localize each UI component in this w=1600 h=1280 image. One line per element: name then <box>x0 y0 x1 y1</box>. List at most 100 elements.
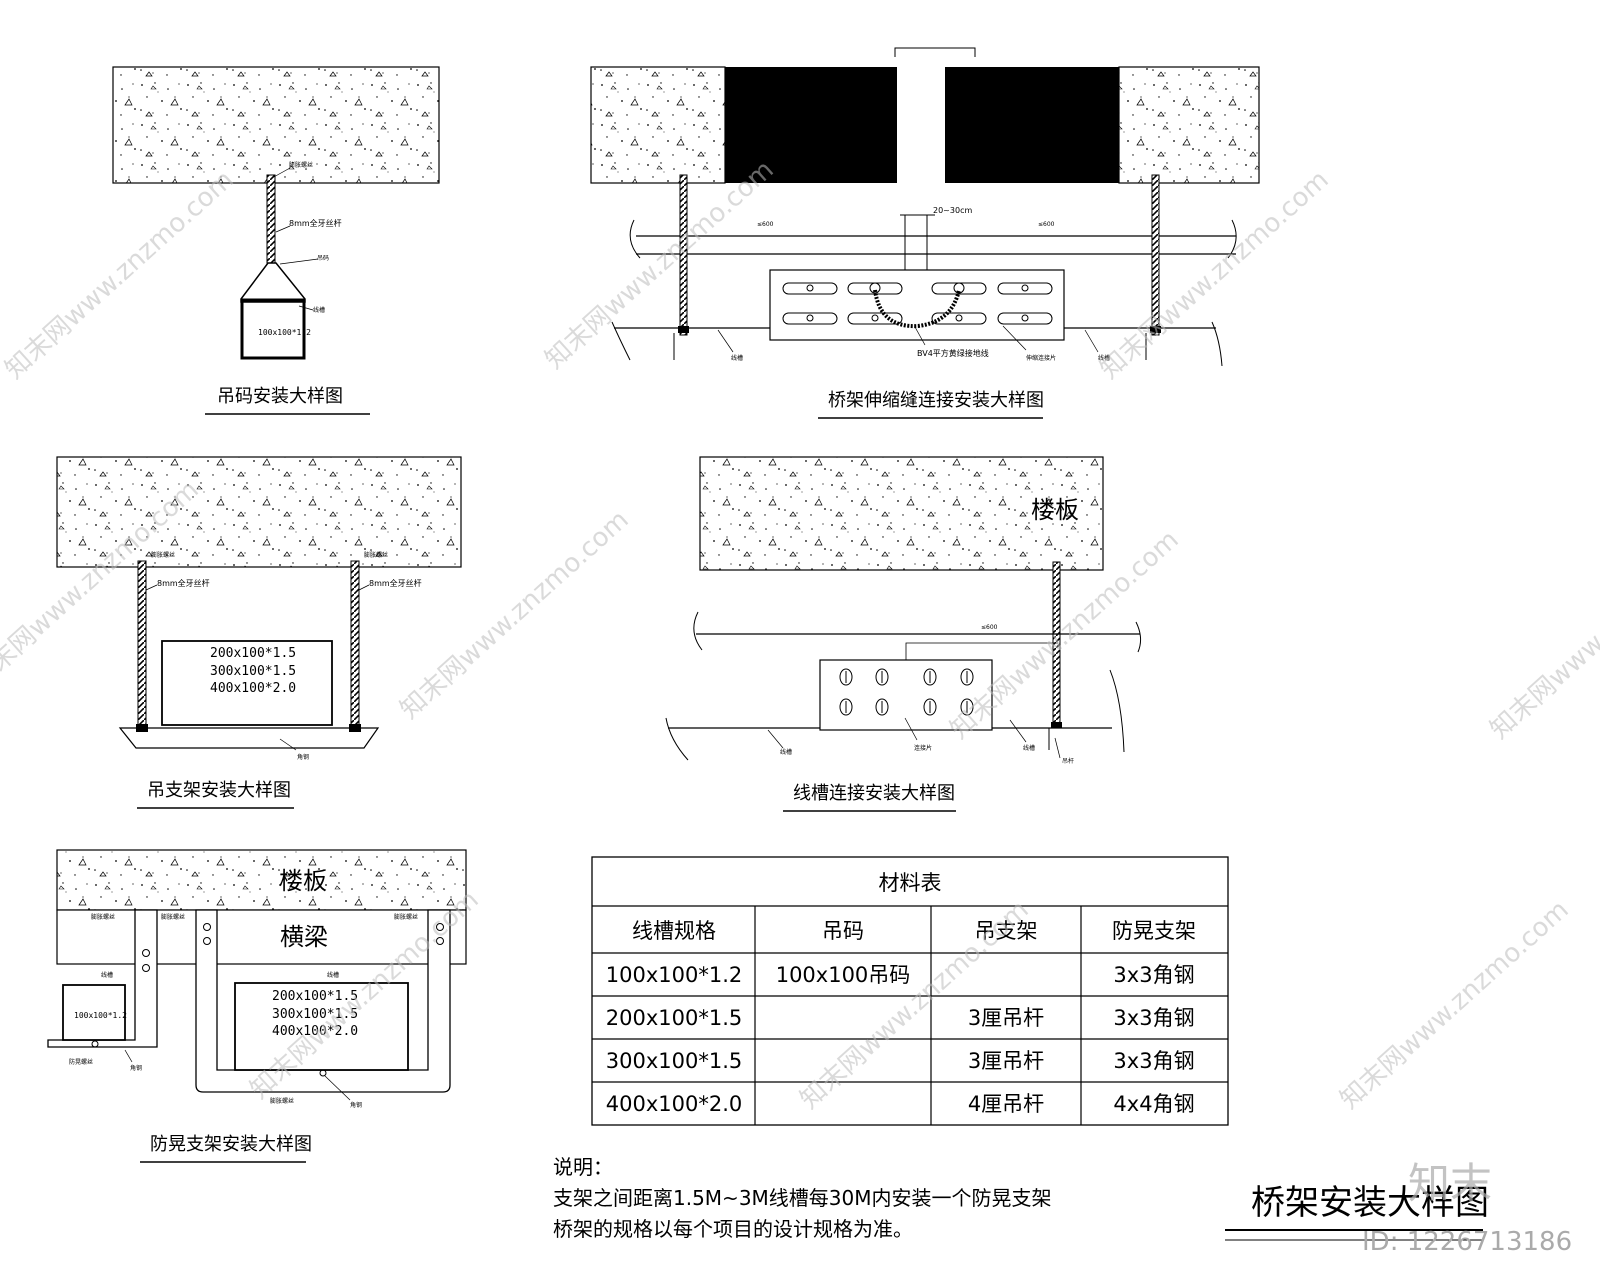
table-cell: 3x3角钢 <box>1113 963 1194 987</box>
title-block: 桥架安装大样图 知末 ID: 1226713186 <box>1225 1159 1572 1257</box>
table-cell: 200x100*1.5 <box>606 1006 743 1030</box>
table-cell: 100x100吊码 <box>776 963 911 987</box>
joint-plate <box>819 659 993 731</box>
steel-small-label: 角钢 <box>130 1064 142 1072</box>
watermark: 知末网www.znzmo.com <box>1335 895 1575 1115</box>
tray-spec-3: 400x100*2.0 <box>272 1024 358 1039</box>
table-header: 线槽规格 <box>632 919 716 943</box>
joint-label: 伸缩连接片 <box>1026 354 1056 362</box>
hanger-label: 吊码 <box>317 254 329 262</box>
slab-label: 楼板 <box>1031 496 1079 524</box>
tray-spec-1: 200x100*1.5 <box>210 646 296 661</box>
slab-label: 楼板 <box>279 867 327 895</box>
tray-spec: 100x100*1.2 <box>258 328 311 337</box>
anchor-label: 膨胀螺丝 <box>289 161 313 169</box>
tray-right-label: 线槽 <box>1098 354 1110 362</box>
anchor-label-1: 膨胀螺丝 <box>91 913 115 921</box>
table-cell: 4x4角钢 <box>1113 1092 1194 1116</box>
rod-right <box>350 560 360 731</box>
beam-label: 横梁 <box>280 923 328 951</box>
watermark: 知末网www.znzmo.com <box>540 155 780 375</box>
beam-right <box>945 67 1119 183</box>
table-header: 吊支架 <box>975 919 1038 943</box>
tray-label: 线槽 <box>313 306 325 314</box>
ground-wire <box>873 289 961 329</box>
detail-anti-sway-bracket: 楼板 横梁 膨胀螺丝 膨胀螺丝 膨胀螺丝 线槽 100x100*1.2 防晃螺丝… <box>47 849 467 1163</box>
tray-left-label: 线槽 <box>780 748 792 756</box>
tray-spec-2: 300x100*1.5 <box>272 1007 358 1022</box>
rod-right-label: 8mm全牙丝杆 <box>369 578 422 588</box>
cable-tray-small <box>62 984 126 1041</box>
table-cell: 3x3角钢 <box>1113 1049 1194 1073</box>
notes: 说明： 支架之间距离1.5M~3M线槽每30M内安装一个防晃支架 桥架的规格以每… <box>553 1155 1052 1241</box>
angle-bracket-small <box>47 909 158 1048</box>
logo: 知末 <box>1408 1159 1492 1208</box>
table-cell: 4厘吊杆 <box>968 1092 1044 1116</box>
anchor-right-label: 膨胀螺丝 <box>364 551 388 559</box>
detail-suspension-bracket: 膨胀螺丝 膨胀螺丝 8mm全牙丝杆 8mm全牙丝杆 200x100*1.5 30… <box>56 456 462 809</box>
tray-right-label: 线槽 <box>1023 744 1035 752</box>
joint-label: 连接片 <box>914 744 932 752</box>
tray-left-label: 线槽 <box>731 354 743 362</box>
steel-label: 角钢 <box>297 753 309 761</box>
image-id: ID: 1226713186 <box>1362 1227 1572 1257</box>
rod-left <box>137 560 147 731</box>
concrete-slab <box>112 66 440 184</box>
anchor-bottom-label: 膨胀螺丝 <box>270 1097 294 1105</box>
gap-label: 20~30cm <box>933 206 972 215</box>
concrete-slab <box>699 456 1104 571</box>
tray-spec-1: 200x100*1.5 <box>272 989 358 1004</box>
tray-label-small: 线槽 <box>101 971 113 979</box>
steel-big-label: 角钢 <box>350 1101 362 1109</box>
tray-label-big: 线槽 <box>327 971 339 979</box>
table-cell: 400x100*2.0 <box>606 1092 743 1116</box>
beam-left <box>725 67 897 183</box>
concrete-slab-right <box>1118 66 1260 184</box>
anchor-label-2: 膨胀螺丝 <box>161 913 185 921</box>
table-cell: 100x100*1.2 <box>606 963 743 987</box>
table-cell: 3厘吊杆 <box>968 1006 1044 1030</box>
tray-spec-2: 300x100*1.5 <box>210 664 296 679</box>
ground-wire-label: BV4平方黄绿接地线 <box>917 348 989 358</box>
rod-label: 吊杆 <box>1062 757 1074 765</box>
caption-suspension-bracket: 吊支架安装大样图 <box>147 780 291 801</box>
tray-spec-3: 400x100*2.0 <box>210 681 296 696</box>
notes-heading: 说明： <box>553 1155 613 1179</box>
detail-tray-connection: 楼板 ≤600 线槽 连接片 线槽 吊杆 线槽连接安装大样图 <box>665 456 1142 812</box>
anchor-small-label: 防晃螺丝 <box>69 1058 93 1066</box>
caption-hanger-clip: 吊码安装大样图 <box>217 386 343 407</box>
anchor-label-3: 膨胀螺丝 <box>394 913 418 921</box>
watermark: 知末网www.znzmo.com <box>1095 165 1335 385</box>
rod-label: 8mm全牙丝杆 <box>289 218 342 228</box>
watermark: 知末网www.znzmo.com <box>0 165 240 385</box>
notes-line-1: 支架之间距离1.5M~3M线槽每30M内安装一个防晃支架 <box>553 1186 1052 1210</box>
concrete-slab <box>56 849 467 911</box>
anchor-left-label: 膨胀螺丝 <box>151 551 175 559</box>
watermark: 知末网www.znzmo.com <box>1485 525 1600 745</box>
table-cell: 3厘吊杆 <box>968 1049 1044 1073</box>
length-left: ≤600 <box>757 221 774 228</box>
tray-spec-small: 100x100*1.2 <box>74 1011 127 1020</box>
rod-left-label: 8mm全牙丝杆 <box>157 578 210 588</box>
beam <box>56 909 467 965</box>
detail-expansion-joint: ≤600 ≤600 20~30cm BV4平方黄绿接地线 伸缩连接片 线槽 线槽… <box>590 47 1260 419</box>
concrete-slab-left <box>590 66 726 184</box>
caption-expansion-joint: 桥架伸缩缝连接安装大样图 <box>828 390 1044 411</box>
table-title: 材料表 <box>879 871 942 895</box>
bolt-holes <box>839 668 974 716</box>
concrete-slab <box>56 456 462 568</box>
angle-steel <box>118 727 380 749</box>
expansion-plate <box>769 269 1065 341</box>
table-cell: 3x3角钢 <box>1113 1006 1194 1030</box>
drawing-title: 桥架安装大样图 <box>1251 1183 1489 1223</box>
cable-tray <box>240 298 306 360</box>
hanger-clip <box>240 262 306 303</box>
threaded-rod <box>266 174 276 264</box>
u-bracket <box>195 909 451 1093</box>
cable-tray <box>161 640 333 726</box>
table-header: 吊码 <box>822 919 864 943</box>
material-table: 材料表 线槽规格 吊码 吊支架 防晃支架 100x100*1.2 100x100… <box>591 856 1229 1126</box>
table-cell: 300x100*1.5 <box>606 1049 743 1073</box>
rod-right <box>1151 174 1160 336</box>
